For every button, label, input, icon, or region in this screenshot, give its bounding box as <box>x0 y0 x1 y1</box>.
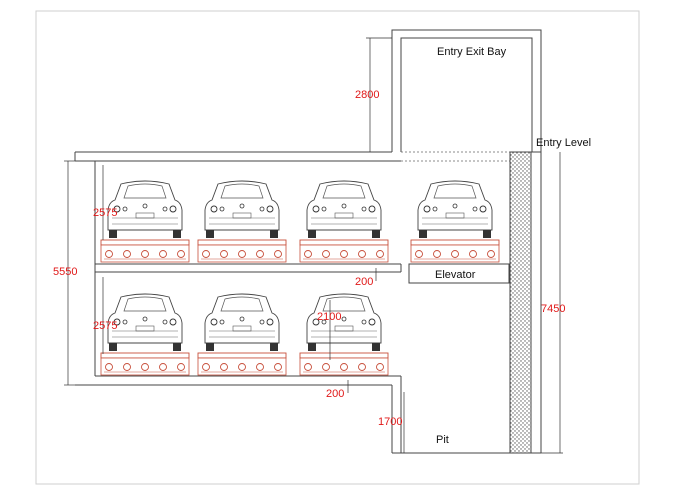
drawing-frame <box>35 10 640 485</box>
dim-lower-clearance: 2575 <box>93 320 117 332</box>
dim-overall-height: 7450 <box>541 303 565 315</box>
dim-upper-clearance: 2575 <box>93 207 117 219</box>
entry-exit-bay-label: Entry Exit Bay <box>437 46 507 58</box>
pallet-upper-1 <box>100 239 190 263</box>
entry-level-label: Entry Level <box>536 137 591 149</box>
garage-structure <box>74 151 542 454</box>
car-upper-3 <box>306 180 382 238</box>
cars-layer <box>100 180 500 376</box>
dim-platform-clearance: 2100 <box>317 311 341 323</box>
dim-lower-gap: 200 <box>326 388 344 400</box>
car-upper-1 <box>107 180 183 238</box>
car-upper-2 <box>204 180 280 238</box>
entry-exit-bay <box>391 29 542 153</box>
elevator-platform <box>408 263 510 284</box>
car-upper-4 <box>417 180 493 238</box>
pallet-lower-2 <box>197 352 287 376</box>
pallet-lower-1 <box>100 352 190 376</box>
pallet-upper-3 <box>299 239 389 263</box>
car-lower-2 <box>204 293 280 351</box>
car-lower-3 <box>306 293 382 351</box>
dimension-lines <box>64 37 563 454</box>
elevator-label: Elevator <box>435 269 476 281</box>
pallet-upper-2 <box>197 239 287 263</box>
dim-total-height: 5550 <box>53 266 77 278</box>
car-lower-1 <box>107 293 183 351</box>
pallet-lower-3 <box>299 352 389 376</box>
dim-pit-depth: 1700 <box>378 416 402 428</box>
pit-label: Pit <box>436 434 449 446</box>
dim-upper-gap: 200 <box>355 276 373 288</box>
dim-bay-height: 2800 <box>355 89 379 101</box>
pallet-upper-4 <box>410 239 500 263</box>
